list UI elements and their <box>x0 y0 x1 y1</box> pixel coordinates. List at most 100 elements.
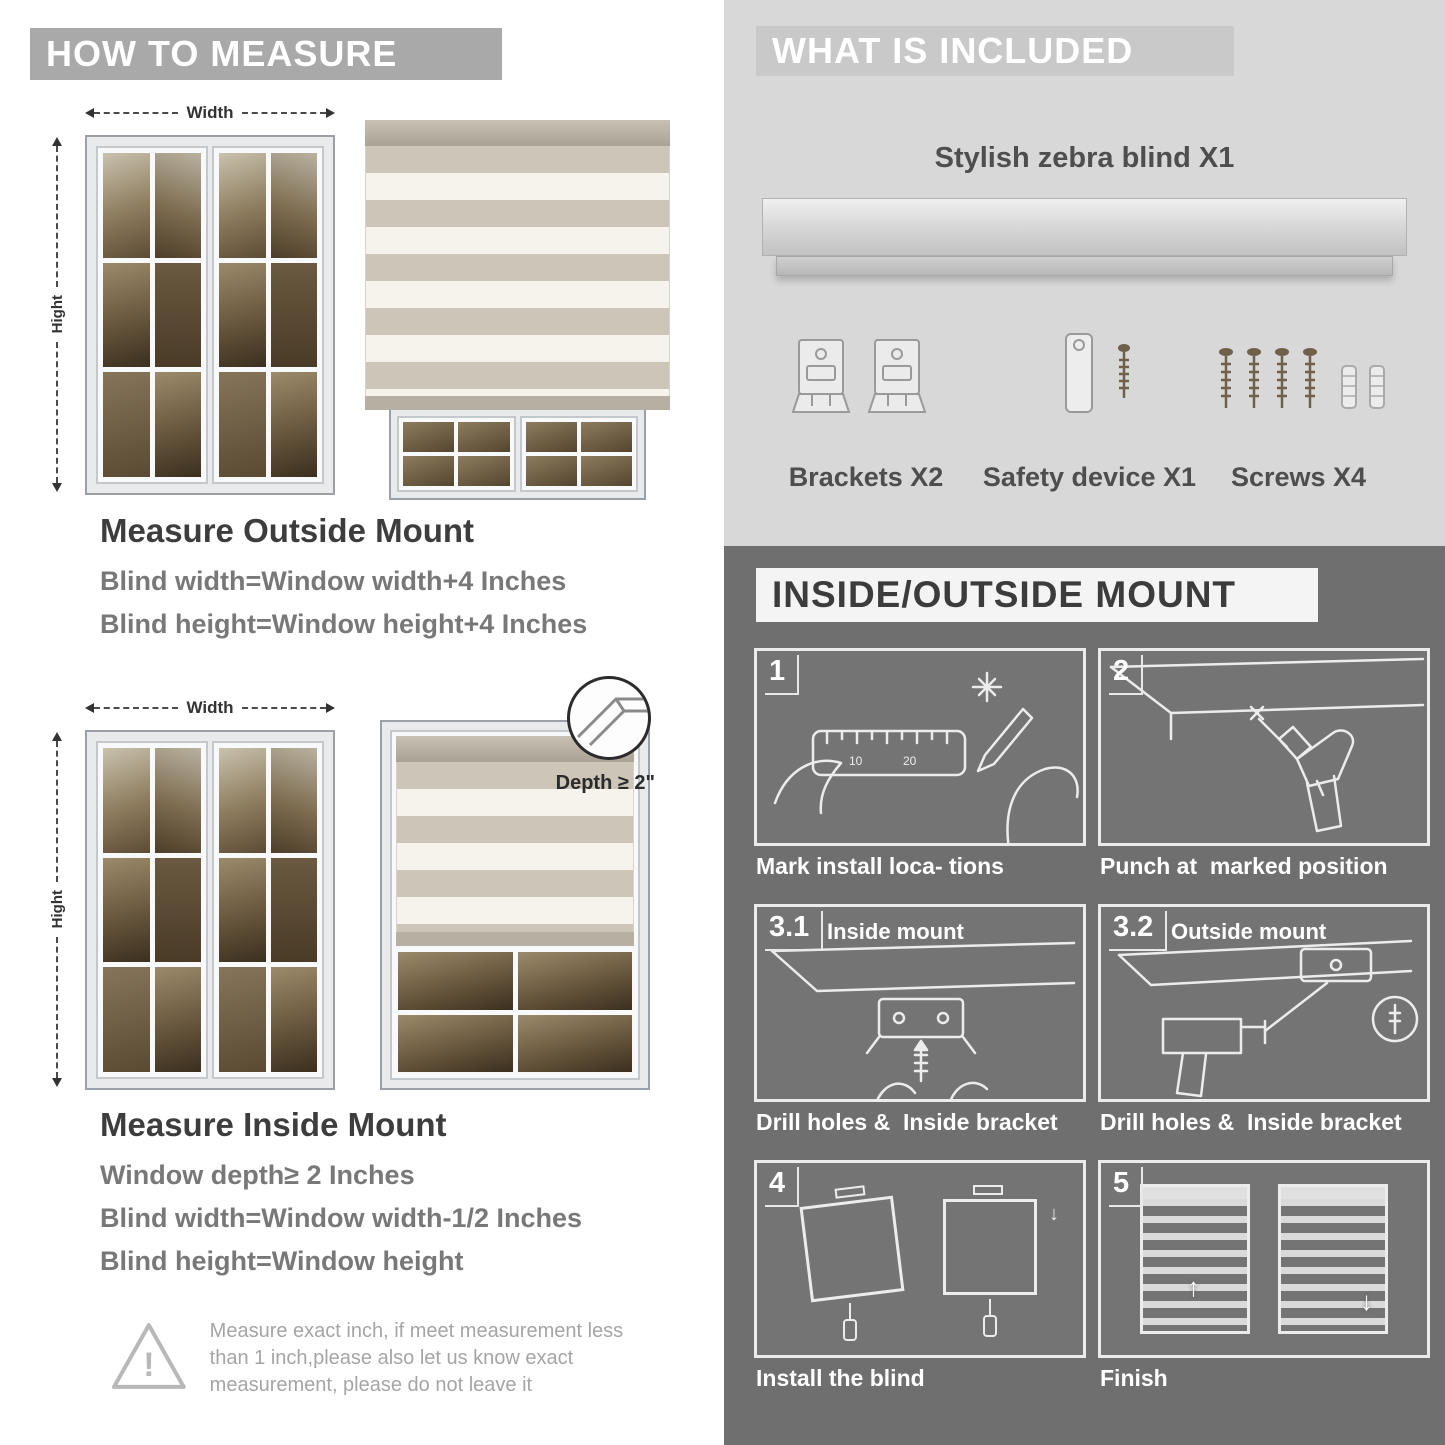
step-3-2-title: Outside mount <box>1171 919 1327 944</box>
outside-mount-title: Measure Outside Mount <box>100 512 475 549</box>
step-2: 2 <box>1098 648 1430 894</box>
blind-bottom-rail <box>365 396 670 410</box>
blind-valance-illustration <box>776 256 1393 276</box>
safety-device-icon <box>1065 333 1130 413</box>
blind-cassette <box>365 120 670 146</box>
window-below-blind <box>389 410 646 500</box>
arrowhead-down-icon <box>52 483 62 493</box>
outside-mount-formulas: Blind width=Window width+4 Inches Blind … <box>100 560 587 646</box>
blind-cassette <box>1143 1187 1247 1199</box>
step-2-panel: 2 <box>1098 648 1430 846</box>
zebra-blind-outside-illustration <box>365 120 670 505</box>
step-1: 1 10 20 Mark install <box>754 648 1086 894</box>
step-3-1: 3.1 Inside mount <box>754 904 1086 1150</box>
screws-label: Screws X4 <box>1230 462 1367 492</box>
how-to-measure-section: HOW TO MEASURE Width Hight <box>0 0 712 1445</box>
blind-bottom-rail <box>396 932 634 946</box>
dash-line <box>94 707 179 709</box>
blind-stripes <box>396 762 634 932</box>
height-measure-arrow: Hight <box>49 137 66 493</box>
step-number: 3.2 <box>1109 911 1168 951</box>
window-below-blind <box>396 950 634 1074</box>
step-4-caption: Install the blind <box>756 1365 925 1391</box>
inside-height-formula: Blind height=Window height <box>100 1246 464 1276</box>
blind-box-tilted <box>799 1195 905 1303</box>
arrowhead-up-icon <box>52 137 62 146</box>
zebra-blind-inside-illustration <box>380 720 650 1090</box>
cord-weight-icon <box>843 1319 857 1341</box>
install-blind-illustration: ↓ <box>757 1163 1083 1355</box>
dash-line <box>241 707 326 709</box>
inside-depth-formula: Window depth≥ 2 Inches <box>100 1160 415 1190</box>
blind-stripes <box>1143 1199 1247 1331</box>
window-sash-right <box>212 741 324 1079</box>
step-4-panel: 4 ↓ <box>754 1160 1086 1358</box>
step-number: 3.1 <box>765 911 824 951</box>
outside-width-formula: Blind width=Window width+4 Inches <box>100 566 567 596</box>
mount-section-header: INSIDE/OUTSIDE MOUNT <box>756 568 1318 622</box>
step-number: 1 <box>765 655 800 695</box>
drill-illustration <box>1109 657 1425 833</box>
inside-mount-formulas: Window depth≥ 2 Inches Blind width=Windo… <box>100 1154 582 1283</box>
warning-triangle-icon: ! <box>111 1323 186 1389</box>
outside-mount-diagram: Width Hight <box>35 95 695 510</box>
blind-stripes <box>365 146 670 396</box>
down-arrow-icon: ↓ <box>1360 1286 1373 1316</box>
window-sash-right <box>212 146 324 484</box>
inside-mount-diagram: Width Hight <box>35 676 695 1110</box>
width-label: Width <box>186 698 234 717</box>
width-measure-arrow: Width <box>85 698 335 717</box>
step-1-caption: Mark install loca- tions <box>756 853 1004 879</box>
down-arrow-icon: ↓ <box>1049 1203 1059 1225</box>
step-number: 5 <box>1109 1167 1144 1207</box>
bracket-icon <box>791 339 851 413</box>
dash-line <box>241 112 326 114</box>
warning-text: Measure exact inch, if meet measurement … <box>209 1320 624 1396</box>
width-measure-arrow: Width <box>85 103 335 122</box>
what-is-included-header: WHAT IS INCLUDED <box>756 26 1234 76</box>
step-5-panel: 5 ↑ ↓ <box>1098 1160 1430 1358</box>
what-is-included-section: WHAT IS INCLUDED Stylish zebra blind X1 <box>724 0 1445 546</box>
inside-mount-title: Measure Inside Mount <box>100 1106 447 1143</box>
screws-illustration <box>1212 340 1408 420</box>
brackets-label: Brackets X2 <box>788 462 944 492</box>
how-to-measure-header: HOW TO MEASURE <box>30 28 502 80</box>
bracket-clip-icon <box>973 1185 1003 1195</box>
svg-text:!: ! <box>143 1346 154 1384</box>
dash-line <box>56 741 58 883</box>
step-3-2-panel: 3.2 Outside mount <box>1098 904 1430 1102</box>
blind-stripes <box>1281 1199 1385 1331</box>
blind-cassette <box>1281 1187 1385 1199</box>
height-measure-arrow: Hight <box>49 732 66 1088</box>
arrowhead-right-icon <box>326 703 335 713</box>
bracket-icon <box>867 339 927 413</box>
zebra-blind-mini: ↓ <box>1278 1184 1388 1334</box>
step-3-2: 3.2 Outside mount <box>1098 904 1430 1150</box>
blind-box-straight <box>943 1199 1037 1295</box>
step-number: 4 <box>765 1167 800 1207</box>
finish-illustration: ↑ ↓ <box>1101 1163 1427 1355</box>
step-5: 5 ↑ ↓ Finish <box>1098 1160 1430 1406</box>
outside-height-formula: Blind height=Window height+4 Inches <box>100 609 588 639</box>
svg-text:20: 20 <box>903 754 917 768</box>
window-illustration-inside: Width Hight <box>35 690 340 1100</box>
cord-line <box>989 1299 991 1315</box>
included-parts-row <box>724 326 1445 456</box>
svg-text:10: 10 <box>849 754 863 768</box>
step-3-1-caption: Drill holes & Inside bracket <box>756 1109 1058 1135</box>
step-2-caption: Punch at marked position <box>1100 853 1388 879</box>
dash-line <box>56 936 58 1079</box>
bracket-clip-icon <box>834 1185 866 1199</box>
arrowhead-down-icon <box>52 1078 62 1088</box>
measurement-warning: ! Measure exact inch, if meet measuremen… <box>108 1318 628 1399</box>
window-illustration-outside: Width Hight <box>35 95 340 505</box>
window-sash-left <box>96 146 208 484</box>
outside-bracket-illustration <box>1117 939 1419 1098</box>
dash-line <box>94 112 179 114</box>
window-sash-left <box>96 741 208 1079</box>
step-1-panel: 1 10 20 <box>754 648 1086 846</box>
cord-line <box>849 1303 851 1319</box>
mount-steps-grid: 1 10 20 Mark install <box>754 648 1430 1416</box>
step-5-caption: Finish <box>1100 1365 1168 1391</box>
